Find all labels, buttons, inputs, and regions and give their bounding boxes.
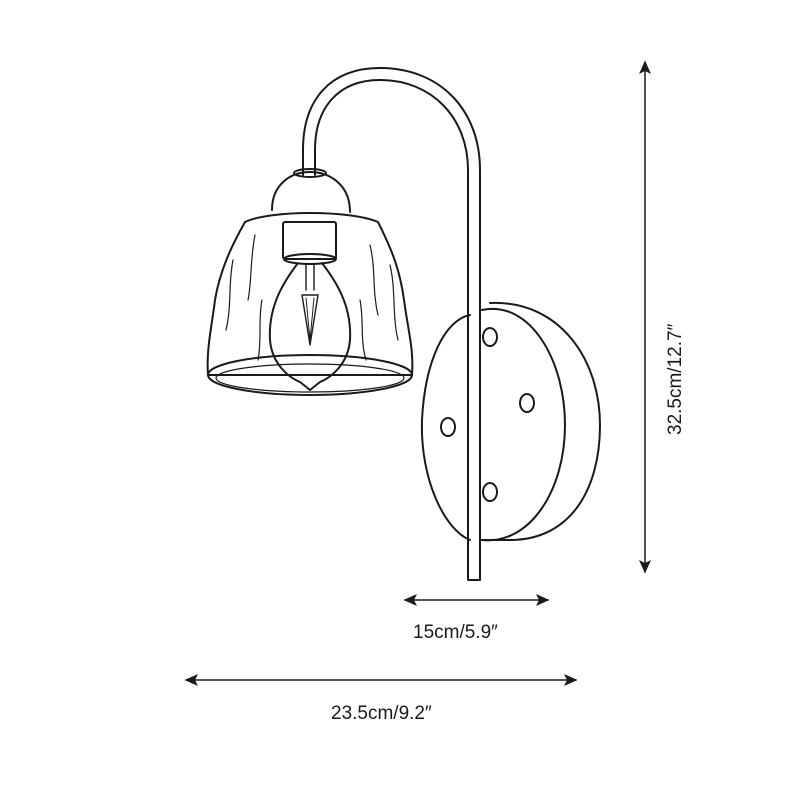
- glass-shade: [206, 212, 414, 396]
- bulb: [268, 262, 352, 391]
- total-width-label: 23.5cm/9.2″: [331, 703, 432, 724]
- mounting-screws: [440, 327, 535, 502]
- curved-arm: [302, 67, 481, 581]
- bulb-socket: [282, 221, 337, 265]
- backplate: [420, 301, 601, 542]
- base-width-label: 15cm/5.9″: [413, 622, 498, 643]
- height-label: 32.5cm/12.7″: [665, 323, 686, 435]
- socket-cap: [271, 168, 351, 213]
